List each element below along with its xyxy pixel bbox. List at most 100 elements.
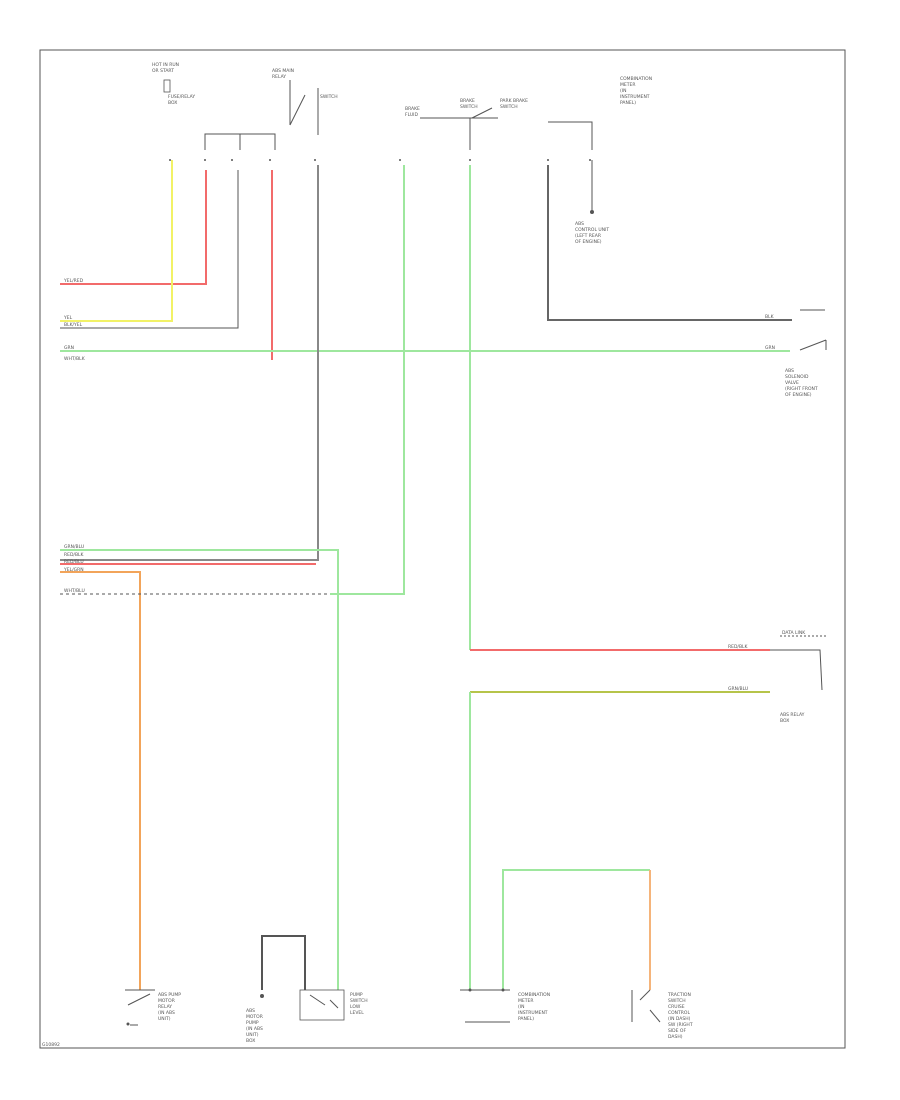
wire-red-top xyxy=(60,170,207,285)
svg-text:UNIT): UNIT) xyxy=(246,1032,259,1038)
svg-text:GRN: GRN xyxy=(765,345,775,351)
svg-text:GRN: GRN xyxy=(64,345,74,351)
wire-black-right xyxy=(547,165,792,321)
svg-text:INSTRUMENT: INSTRUMENT xyxy=(518,1010,548,1016)
wire-black-long xyxy=(60,165,319,561)
svg-text:BLK: BLK xyxy=(765,314,775,320)
abs-pump-group: ABS PUMP MOTOR RELAY (IN ABS UNIT) xyxy=(125,989,181,1026)
svg-text:DASH): DASH) xyxy=(668,1034,683,1040)
svg-text:(IN ABS: (IN ABS xyxy=(158,1010,175,1016)
svg-text:(IN: (IN xyxy=(518,1004,524,1010)
svg-text:FUSE/RELAY: FUSE/RELAY xyxy=(168,94,195,100)
svg-text:ABS: ABS xyxy=(246,1008,255,1014)
svg-text:RELAY: RELAY xyxy=(272,74,286,80)
svg-text:COMBINATION: COMBINATION xyxy=(518,992,550,998)
wire-tags: YEL/RED YEL BLK/YEL GRN WHT/BLK GRN/BLU … xyxy=(63,278,775,692)
svg-text:PANEL): PANEL) xyxy=(518,1016,534,1022)
svg-text:METER: METER xyxy=(518,998,533,1004)
svg-text:ABS MAIN: ABS MAIN xyxy=(272,68,294,74)
data-link-group: DATA LINK ABS RELAY BOX xyxy=(770,630,828,724)
wire-green-loop xyxy=(502,869,650,990)
svg-text:RELAY: RELAY xyxy=(158,1004,172,1010)
combination-meter-bottom-group: COMBINATION METER (IN INSTRUMENT PANEL) xyxy=(460,988,550,1023)
pump-relay-icon xyxy=(125,989,155,1026)
svg-text:BOX: BOX xyxy=(780,718,789,724)
traction-switch-icon xyxy=(631,989,661,1023)
svg-text:TRACTION: TRACTION xyxy=(667,992,691,998)
ignition-switch-icon xyxy=(289,80,319,135)
svg-text:PARK BRAKE: PARK BRAKE xyxy=(500,98,528,104)
svg-text:(IN: (IN xyxy=(620,88,626,94)
svg-text:(IN DASH): (IN DASH) xyxy=(668,1016,691,1022)
wire-white xyxy=(60,170,239,329)
svg-text:SWITCH: SWITCH xyxy=(460,104,478,110)
diagram-frame xyxy=(39,49,846,1049)
wire-orange-lower xyxy=(60,571,141,990)
svg-text:WHT/BLK: WHT/BLK xyxy=(64,356,86,362)
svg-text:GRN/BLU: GRN/BLU xyxy=(64,544,84,550)
svg-text:BRAKE: BRAKE xyxy=(460,98,475,104)
svg-text:YEL/GRN: YEL/GRN xyxy=(63,567,84,573)
svg-text:RED/BLU: RED/BLU xyxy=(64,559,84,565)
svg-text:LEVEL: LEVEL xyxy=(350,1010,364,1016)
svg-text:GRN/BLU: GRN/BLU xyxy=(728,686,748,692)
svg-text:LOW: LOW xyxy=(350,1004,361,1010)
wire-green-404 xyxy=(330,165,405,595)
svg-text:YEL/RED: YEL/RED xyxy=(63,278,84,284)
svg-text:METER: METER xyxy=(620,82,635,88)
svg-text:ABS RELAY: ABS RELAY xyxy=(780,712,805,718)
svg-text:HOT IN RUN: HOT IN RUN xyxy=(152,62,179,68)
svg-text:(LEFT REAR: (LEFT REAR xyxy=(575,233,601,239)
svg-text:ABS: ABS xyxy=(575,221,584,227)
pump-switch-icon xyxy=(299,989,345,1021)
abs-solenoid-group: ABS SOLENOID VALVE (RIGHT FRONT OF ENGIN… xyxy=(785,309,827,398)
svg-text:PUMP: PUMP xyxy=(350,992,363,998)
svg-text:PANEL): PANEL) xyxy=(620,100,636,106)
connector-pins-top xyxy=(169,159,591,161)
brake-switch-icon xyxy=(420,107,498,150)
abs-motor-group: ABS MOTOR PUMP (IN ABS UNIT) BOX xyxy=(246,994,264,1044)
combination-meter-top: COMBINATION METER (IN INSTRUMENT PANEL) xyxy=(620,76,652,106)
wire-black-bottom-box xyxy=(261,935,306,990)
svg-text:SWITCH: SWITCH xyxy=(320,94,338,100)
svg-text:ABS: ABS xyxy=(785,368,794,374)
svg-text:SOLENOID: SOLENOID xyxy=(785,374,809,380)
svg-text:BOX: BOX xyxy=(168,100,177,106)
wire-yellow xyxy=(60,160,173,322)
svg-text:OR START: OR START xyxy=(152,68,174,74)
svg-text:COMBINATION: COMBINATION xyxy=(620,76,652,82)
svg-text:BLK/YEL: BLK/YEL xyxy=(64,322,83,328)
svg-text:YEL: YEL xyxy=(63,315,73,321)
svg-text:MOTOR: MOTOR xyxy=(246,1014,263,1020)
svg-text:CONTROL UNIT: CONTROL UNIT xyxy=(575,227,609,233)
svg-text:DATA LINK: DATA LINK xyxy=(782,630,806,636)
svg-text:SWITCH: SWITCH xyxy=(668,998,686,1004)
svg-text:WHT/BLU: WHT/BLU xyxy=(64,588,85,594)
svg-text:(IN ABS: (IN ABS xyxy=(246,1026,263,1032)
pump-switch-group: PUMP SWITCH LOW LEVEL xyxy=(299,989,368,1021)
svg-text:SWITCH: SWITCH xyxy=(350,998,368,1004)
svg-text:SIDE OF: SIDE OF xyxy=(668,1028,686,1034)
svg-text:MOTOR: MOTOR xyxy=(158,998,175,1004)
switch-icon xyxy=(799,309,827,351)
fuse-icon xyxy=(163,79,171,93)
svg-text:OF ENGINE): OF ENGINE) xyxy=(785,392,812,398)
svg-text:CONTROL: CONTROL xyxy=(668,1010,690,1016)
abs-unit-top-label: ABS CONTROL UNIT (LEFT REAR OF ENGINE) xyxy=(575,221,609,245)
svg-text:VALVE: VALVE xyxy=(785,380,799,386)
svg-text:SW (RIGHT: SW (RIGHT xyxy=(668,1022,693,1028)
traction-group: TRACTION SWITCH CRUISE CONTROL (IN DASH)… xyxy=(631,989,693,1040)
svg-text:RED/BLK: RED/BLK xyxy=(728,644,749,650)
svg-text:SWITCH: SWITCH xyxy=(500,104,518,110)
svg-text:UNIT): UNIT) xyxy=(158,1016,171,1022)
svg-text:(RIGHT FRONT: (RIGHT FRONT xyxy=(785,386,818,392)
wires xyxy=(60,160,792,990)
svg-text:CRUISE: CRUISE xyxy=(668,1004,685,1010)
svg-text:OF ENGINE): OF ENGINE) xyxy=(575,239,602,245)
svg-text:ABS PUMP: ABS PUMP xyxy=(158,992,181,998)
svg-text:FLUID: FLUID xyxy=(405,112,418,118)
svg-text:PUMP: PUMP xyxy=(246,1020,259,1026)
wire-green-lower xyxy=(60,549,339,990)
svg-text:BOX: BOX xyxy=(246,1038,255,1044)
